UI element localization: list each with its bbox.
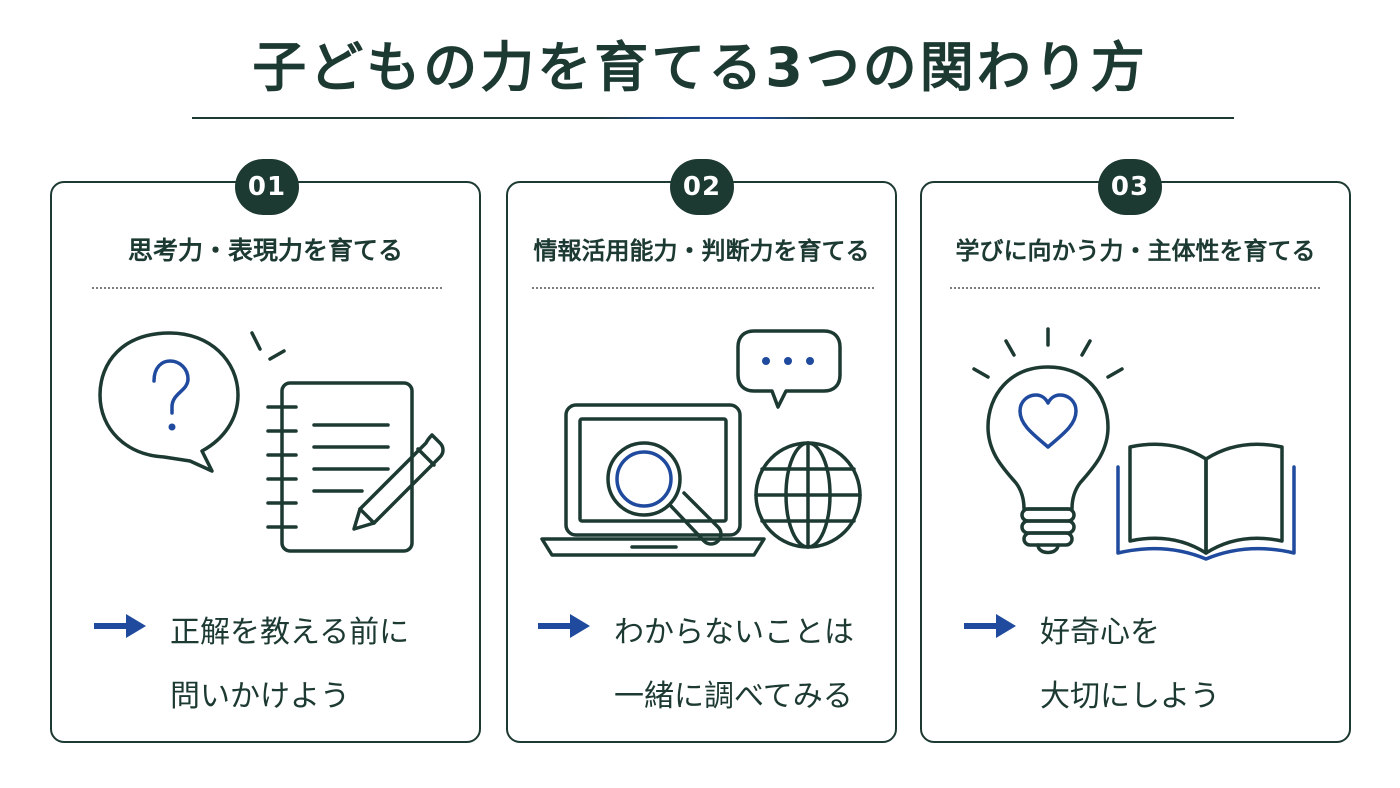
globe-icon [754,441,862,549]
card-message-line: わからないことは [614,615,854,650]
dotted-divider [532,287,874,289]
card-message: 正解を教える前に 問いかけよう [170,601,409,729]
dotted-divider [950,287,1320,289]
magnifier-icon [606,441,723,546]
notebook-icon [266,381,414,553]
laptop-icon [540,403,766,557]
card-illustration [962,323,1322,563]
card-message-line: 正解を教える前に [170,615,410,650]
card-heading: 思考力・表現力を育てる [127,236,403,265]
card-message-line: 大切にしよう [1040,679,1220,714]
card-message-line: 問いかけよう [170,679,350,714]
card-information-judgment: 02 情報活用能力・判断力を育てる [506,159,897,743]
open-book-icon [1116,442,1296,561]
card-message: 好奇心を 大切にしよう [1040,601,1220,729]
card-illustration [536,323,876,563]
card-message-line: 一緒に調べてみる [614,679,853,714]
arrow-right-icon [538,614,590,638]
card-message-line: 好奇心を [1040,615,1160,650]
card-heading: 情報活用能力・判断力を育てる [533,237,870,265]
lightbulb-heart-icon [972,327,1124,555]
card-message: わからないことは 一緒に調べてみる [614,601,854,729]
card-number-badge: 01 [235,159,299,215]
card-illustration [92,323,452,563]
title-underline-accent [600,117,820,119]
card-heading: 学びに向かう力・主体性を育てる [955,237,1316,265]
page-title: 子どもの力を育てる3つの関わり方 [252,36,1148,99]
card-number-badge: 02 [670,159,734,215]
spark-lines-icon [250,331,286,361]
card-motivation-autonomy: 03 学びに向かう力・主体性を育てる [920,159,1351,743]
pencil-icon [352,433,445,531]
card-number-badge: 03 [1098,159,1162,215]
question-speech-bubble-icon [98,331,240,473]
dotted-divider [92,287,442,289]
card-thinking-expression: 01 思考力・表現力を育てる [50,159,481,743]
chat-bubble-icon [736,329,842,409]
arrow-right-icon [94,614,146,638]
arrow-right-icon [964,614,1016,638]
